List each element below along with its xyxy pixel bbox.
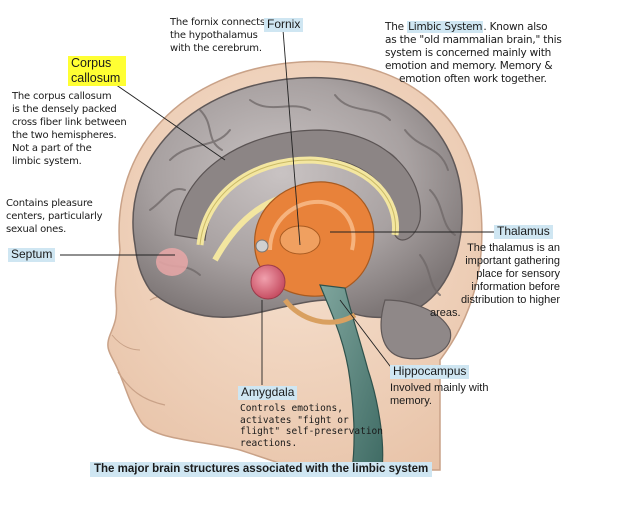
fornix-note-line: the hypothalamus bbox=[170, 30, 258, 41]
hippocampus-label: Hippocampus bbox=[390, 364, 470, 379]
amygdala-note-line: activates "fight or bbox=[240, 414, 349, 426]
limbic-system-note-line: emotion often work together. bbox=[399, 73, 547, 85]
amygdala-label: Amygdala bbox=[238, 385, 298, 400]
septum-note-line: Contains pleasure bbox=[6, 198, 93, 209]
fornix-note-line: The fornix connects bbox=[170, 17, 265, 28]
amygdala-note: Controls emotions, activates "fight or f… bbox=[240, 403, 400, 449]
thalamus-label: Thalamus bbox=[494, 224, 553, 239]
corpus-callosum-label: Corpus callosum bbox=[68, 56, 126, 86]
figure-caption: The major brain structures associated wi… bbox=[90, 462, 433, 478]
fornix-note: The fornix connects the hypothalamus wit… bbox=[170, 16, 280, 55]
thalamus-note-line: important gathering bbox=[465, 255, 560, 267]
corpus-callosum-note-line: the two hemispheres. bbox=[12, 130, 117, 141]
limbic-system-note: The Limbic System. Known also as the "ol… bbox=[385, 21, 621, 86]
leader-lines bbox=[60, 29, 495, 385]
amygdala-note-line: reactions. bbox=[240, 437, 298, 449]
thalamus-note-line: areas. bbox=[430, 307, 461, 319]
hippocampus-note-line: Involved mainly with bbox=[390, 382, 489, 394]
limbic-system-highlight: Limbic System bbox=[407, 21, 484, 33]
septum-note: Contains pleasure centers, particularly … bbox=[6, 197, 126, 236]
thalamus-note-line: distribution to higher bbox=[460, 294, 560, 306]
hippocampus-note: Involved mainly with memory. bbox=[390, 382, 530, 408]
thalamus-note-line: The thalamus is an bbox=[467, 242, 560, 254]
corpus-callosum-note-line: cross fiber link between bbox=[12, 117, 127, 128]
limbic-system-note-line: as the "old mammalian brain," this bbox=[385, 34, 562, 46]
hippocampus-shape bbox=[283, 298, 357, 325]
corpus-callosum-note-line: is the densely packed bbox=[12, 104, 117, 115]
amygdala-shape bbox=[250, 239, 286, 300]
amygdala-note-line: flight" self-preservation bbox=[240, 426, 383, 437]
septum-note-line: centers, particularly bbox=[6, 211, 103, 222]
corpus-callosum-note-line: limbic system. bbox=[12, 156, 82, 167]
limbic-system-note-line: system is concerned mainly with bbox=[385, 47, 552, 59]
hippocampus-note-line: memory. bbox=[390, 395, 432, 407]
septum-note-line: sexual ones. bbox=[6, 224, 67, 235]
limbic-system-note-line: The Limbic System. Known also bbox=[385, 21, 548, 33]
thalamus-note-line: information before bbox=[471, 281, 560, 293]
fornix-label: Fornix bbox=[264, 17, 304, 32]
thalamus-note: The thalamus is an important gathering p… bbox=[430, 242, 560, 320]
septum-label: Septum bbox=[8, 247, 56, 262]
limbic-system-note-line: emotion and memory. Memory & bbox=[385, 60, 553, 72]
corpus-callosum-note: The corpus callosum is the densely packe… bbox=[12, 90, 142, 168]
corpus-callosum-label-line: Corpus bbox=[71, 56, 112, 70]
thalamus-note-line: place for sensory bbox=[476, 268, 560, 280]
fornix-note-line: with the cerebrum. bbox=[170, 43, 262, 54]
corpus-callosum-label-line: callosum bbox=[71, 71, 121, 85]
corpus-callosum-note-line: The corpus callosum bbox=[12, 91, 112, 102]
septum-shape bbox=[156, 248, 188, 276]
amygdala-note-line: Controls emotions, bbox=[240, 403, 343, 414]
corpus-callosum-note-line: Not a part of the bbox=[12, 143, 92, 154]
